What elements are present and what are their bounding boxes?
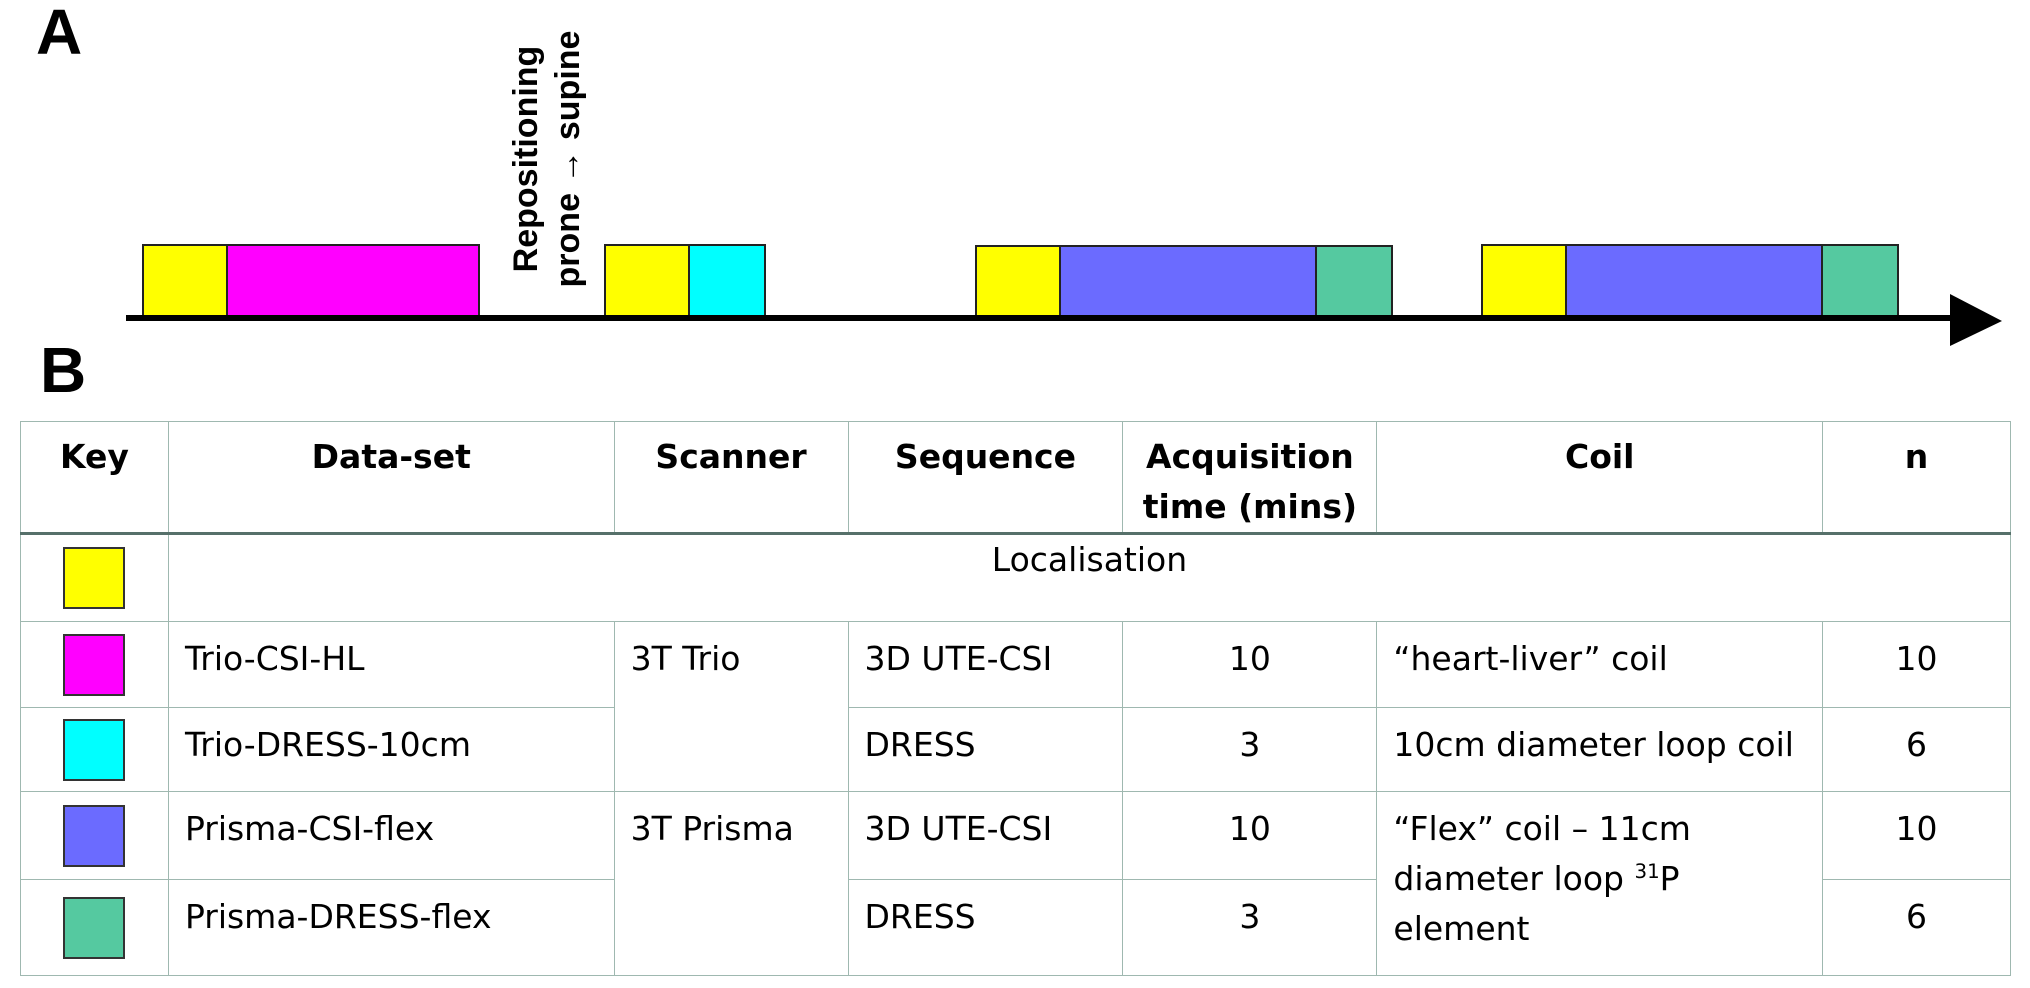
timeline-block-localisation [1481,244,1567,318]
header-sequence: Sequence [847,421,1124,535]
scanner-cell-trio: 3T Trio [613,621,849,792]
header-acq-line2: time (mins) [1142,487,1358,526]
table-row: Prisma-CSI-flex 3T Prisma 3D UTE-CSI 10 … [20,791,2011,976]
n-cell: 10 [1822,621,2011,708]
time-cell: 10 [1122,621,1378,708]
swatch-trio-csi-hl [63,633,126,696]
key-cell [20,533,169,622]
key-cell [20,621,169,708]
swatch-trio-dress-10cm [63,718,126,781]
time-cell: 3 [1122,707,1378,792]
timeline-block-prisma-dress-flex [1821,244,1899,318]
dataset-cell: Prisma-DRESS-flex [167,879,615,976]
time-cell: 10 [1122,791,1378,880]
swatch-prisma-csi-flex [63,804,126,867]
dataset-cell: Trio-DRESS-10cm [167,707,615,792]
coil-cell: “heart-liver” coil [1376,621,1824,708]
coil-text-part1: “Flex” coil – 11cm diameter loop [1393,809,1691,898]
swatch-prisma-dress-flex [63,896,126,959]
table-row: Prisma-DRESS-flex DRESS 3 6 [20,879,2011,976]
coil-cell: 10cm diameter loop coil [1376,707,1824,792]
n-cell: 6 [1822,879,2011,976]
time-cell: 3 [1122,879,1378,976]
timeline-block-trio-dress-10cm [688,244,766,318]
coil-text-part2: P element [1393,859,1680,948]
acquisition-table: Key Data-set Scanner Sequence Acquisitio… [20,421,2012,976]
header-n: n [1822,421,2011,535]
timeline-block-trio-csi-hl [226,244,480,318]
n-cell: 10 [1822,791,2011,880]
timeline-arrowhead [1950,294,2002,346]
table-row-localisation: Localisation [20,533,2012,622]
header-coil: Coil [1376,421,1824,535]
timeline-block-prisma-dress-flex [1315,245,1393,318]
scanner-cell-prisma: 3T Prisma [613,791,849,976]
header-dataset: Data-set [167,421,615,535]
dataset-cell: Prisma-CSI-flex [167,791,615,880]
header-acquisition-time: Acquisition time (mins) [1122,421,1378,535]
repositioning-line1: Repositioning [507,45,545,273]
table-row: Trio-CSI-HL 3T Trio 3D UTE-CSI 10 “heart… [20,621,2011,792]
key-cell [20,791,169,880]
sequence-cell: DRESS [847,707,1124,792]
panel-label-a: A [36,0,83,68]
key-cell [20,879,169,976]
localisation-label: Localisation [167,533,2012,622]
panel-label-b: B [40,334,87,406]
table-row: Trio-DRESS-10cm DRESS 3 10cm diameter lo… [20,707,2011,792]
timeline-diagram [126,244,2002,346]
n-cell: 6 [1822,707,2011,792]
key-cell [20,707,169,792]
repositioning-line2: prone → supine [549,30,587,288]
timeline-block-localisation [142,244,228,318]
timeline-block-localisation [604,244,690,318]
dataset-cell: Trio-CSI-HL [167,621,615,708]
timeline-block-localisation [975,245,1061,318]
repositioning-annotation: Repositioning prone → supine [505,30,595,288]
header-acq-line1: Acquisition [1146,437,1354,476]
timeline-block-prisma-csi-flex [1059,245,1317,318]
phosphorus-isotope-superscript: 31 [1634,860,1660,883]
table-header-row: Key Data-set Scanner Sequence Acquisitio… [20,421,2011,535]
timeline-block-prisma-csi-flex [1565,244,1823,318]
sequence-cell: DRESS [847,879,1124,976]
header-key: Key [20,421,169,535]
header-scanner: Scanner [613,421,849,535]
swatch-localisation [63,547,126,609]
sequence-cell: 3D UTE-CSI [847,791,1124,880]
sequence-cell: 3D UTE-CSI [847,621,1124,708]
coil-cell-prisma: “Flex” coil – 11cm diameter loop 31P ele… [1376,791,1824,976]
